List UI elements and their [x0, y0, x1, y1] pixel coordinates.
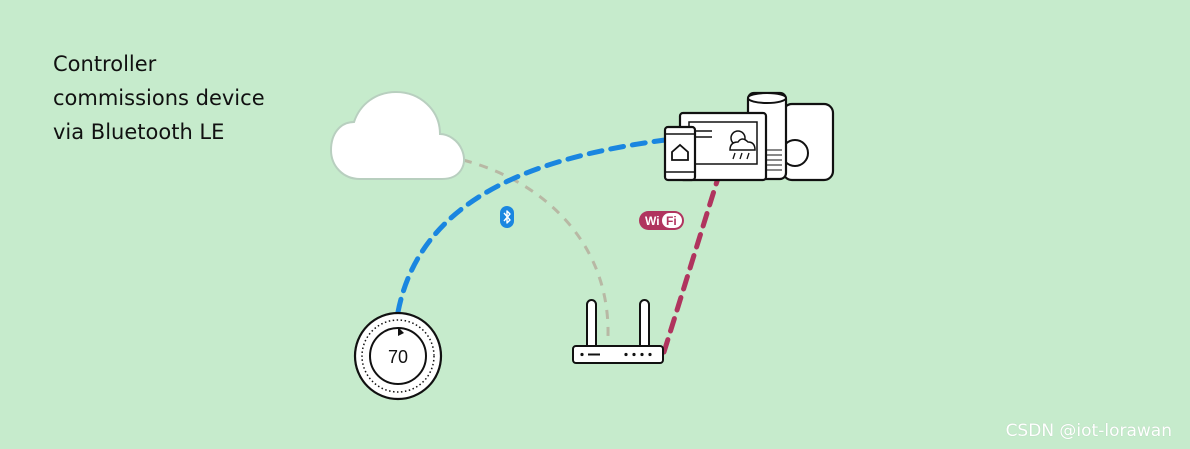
- wifi-icon: Wi Fi: [639, 211, 684, 230]
- router-icon: [573, 300, 663, 363]
- thermostat-reading: 70: [388, 347, 408, 367]
- bluetooth-icon: [500, 206, 514, 228]
- cloud-icon: [331, 92, 464, 179]
- svg-text:Wi: Wi: [645, 214, 660, 228]
- smart-devices-icon: [665, 93, 833, 180]
- watermark: CSDN @iot-lorawan: [1006, 421, 1172, 441]
- wifi-link: [664, 178, 718, 352]
- svg-text:Fi: Fi: [666, 214, 677, 228]
